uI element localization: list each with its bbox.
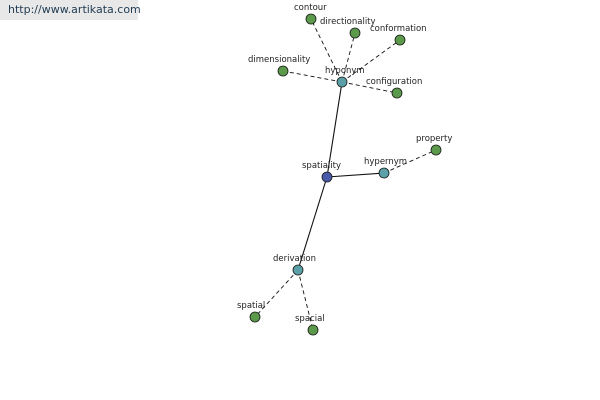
edge-hyponym-directionality xyxy=(341,32,356,83)
graph-nodes xyxy=(249,13,442,336)
node-configuration[interactable] xyxy=(391,87,403,99)
graph-labels: spatiality hyponym hypernym derivation conto… xyxy=(237,3,452,324)
node-conformation[interactable] xyxy=(394,34,406,46)
node-label-contour[interactable]: contour xyxy=(294,3,327,13)
node-label-spatiality[interactable]: spatiality xyxy=(302,161,341,171)
graph-edges xyxy=(254,18,437,331)
edge-hyponym-contour xyxy=(310,18,343,83)
node-label-conformation[interactable]: conformation xyxy=(370,24,427,34)
node-label-spacial[interactable]: spacial xyxy=(295,314,325,324)
node-property[interactable] xyxy=(430,144,442,156)
node-label-directionality[interactable]: directionality xyxy=(320,17,376,27)
node-label-property[interactable]: property xyxy=(416,134,452,144)
edge-spatiality-hypernym xyxy=(326,172,385,178)
node-label-dimensionality[interactable]: dimensionality xyxy=(248,55,310,65)
edge-hyponym-dimensionality xyxy=(282,70,343,83)
edge-spatiality-derivation xyxy=(297,176,328,271)
node-hypernym[interactable] xyxy=(378,167,390,179)
edge-hyponym-configuration xyxy=(341,81,398,94)
node-label-configuration[interactable]: configuration xyxy=(366,77,422,87)
site-url-banner[interactable]: http://www.artikata.com xyxy=(0,0,141,20)
edge-derivation-spacial xyxy=(297,269,314,331)
node-label-hypernym[interactable]: hypernym xyxy=(364,157,407,167)
node-dimensionality[interactable] xyxy=(277,65,289,77)
edge-derivation-spatial xyxy=(254,269,299,318)
node-label-hyponym[interactable]: hyponym xyxy=(325,66,365,76)
edge-hyponym-conformation xyxy=(341,39,401,83)
node-spacial[interactable] xyxy=(307,324,319,336)
node-directionality[interactable] xyxy=(349,27,361,39)
node-contour[interactable] xyxy=(305,13,317,25)
node-derivation[interactable] xyxy=(292,264,304,276)
edge-spatiality-hyponym xyxy=(326,81,343,178)
node-label-derivation[interactable]: derivation xyxy=(273,254,316,264)
node-spatiality[interactable] xyxy=(321,171,333,183)
node-spatial[interactable] xyxy=(249,311,261,323)
edge-hypernym-property xyxy=(383,149,437,174)
node-hyponym[interactable] xyxy=(336,76,348,88)
node-label-spatial[interactable]: spatial xyxy=(237,301,265,311)
